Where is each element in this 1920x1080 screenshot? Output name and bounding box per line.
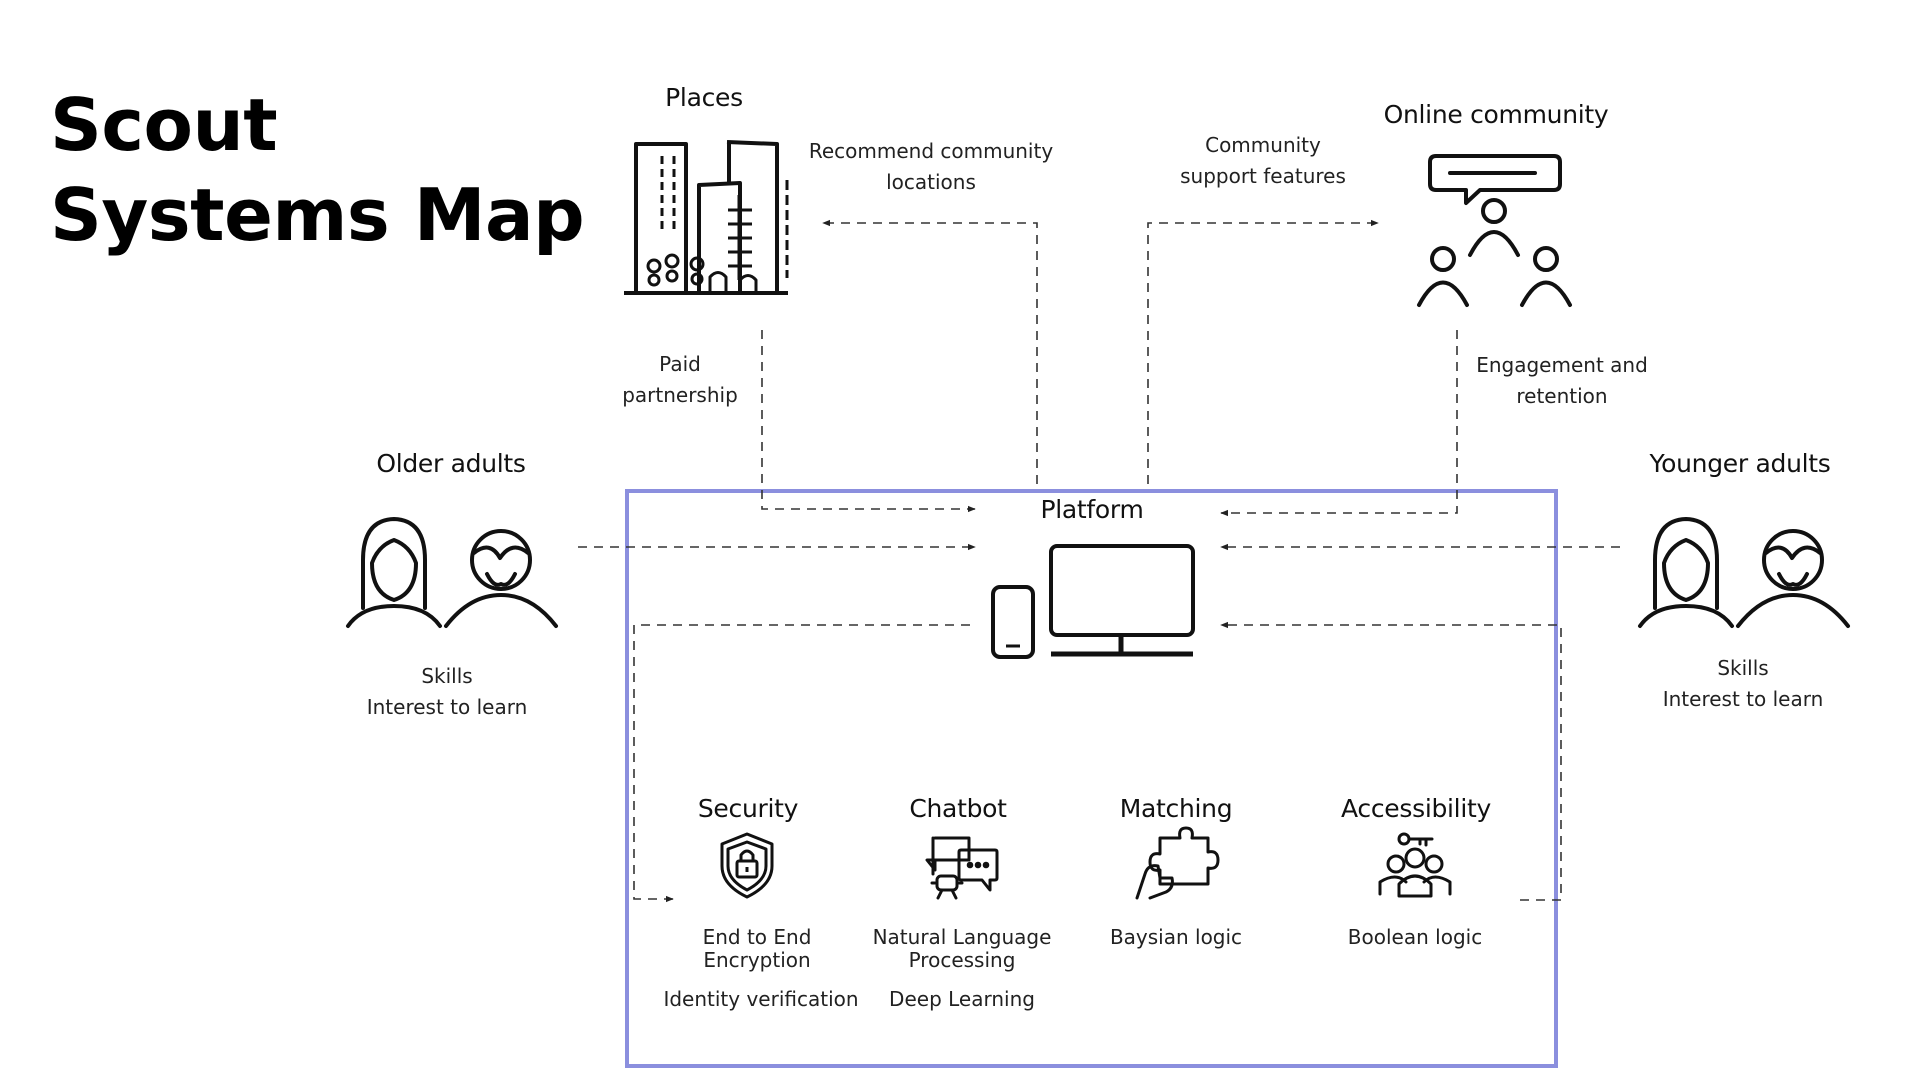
chatbot-detail-line-2: Processing — [908, 948, 1016, 972]
feature-chatbot-detail-extra: Deep Learning — [889, 987, 1035, 1011]
title-line-1: Scout — [50, 83, 278, 167]
feature-accessibility-label: Accessibility — [1341, 794, 1491, 823]
connector-recommend — [822, 219, 1038, 484]
people-pair-icon — [1638, 517, 1850, 628]
younger-adults-interest: Interest to learn — [1662, 687, 1824, 711]
feature-matching-detail: Baysian logic — [1109, 925, 1243, 949]
feature-accessibility-detail: Boolean logic — [1347, 925, 1483, 949]
edge-label-recommend: Recommend community locations — [809, 136, 1053, 198]
platform-boundary — [625, 489, 1558, 1068]
platform-label: Platform — [1040, 495, 1144, 524]
younger-adults-label: Younger adults — [1649, 449, 1831, 478]
people-pair-icon — [346, 517, 558, 628]
shield-lock-icon — [720, 832, 774, 899]
edge-label-community-support-line-1: Community — [1205, 133, 1321, 157]
older-adults-attributes: Skills Interest to learn — [367, 661, 528, 723]
group-key-icon — [1378, 832, 1452, 898]
devices-icon — [991, 544, 1195, 659]
younger-adults-attributes: Skills Interest to learn — [1663, 653, 1824, 715]
title-line-2: Systems Map — [50, 173, 585, 257]
older-adults-skills: Skills — [421, 664, 473, 688]
edge-label-engagement-line-2: retention — [1516, 384, 1608, 408]
community-chat-icon — [1417, 154, 1572, 307]
connector-features-to-platform — [1220, 621, 1562, 901]
edge-label-recommend-line-1: Recommend community — [808, 139, 1054, 163]
connectors — [578, 219, 1620, 903]
security-detail-line-1: End to End — [702, 925, 812, 949]
feature-matching-label: Matching — [1119, 794, 1233, 823]
edge-label-engagement-line-1: Engagement and — [1476, 353, 1648, 377]
page-title: Scout Systems Map — [50, 80, 585, 260]
feature-chatbot-detail: Natural Language Processing — [873, 926, 1052, 972]
online-community-label: Online community — [1383, 100, 1609, 129]
connector-platform-to-features — [633, 624, 970, 903]
younger-adults-skills: Skills — [1717, 656, 1769, 680]
edge-label-paid-partnership: Paid partnership — [622, 349, 738, 411]
feature-chatbot-label: Chatbot — [909, 794, 1007, 823]
connector-paid-partnership — [761, 330, 976, 513]
edge-label-recommend-line-2: locations — [886, 170, 976, 194]
edge-label-community-support: Community support features — [1180, 130, 1346, 192]
edge-label-engagement: Engagement and retention — [1476, 350, 1648, 412]
city-buildings-icon — [624, 140, 789, 295]
older-adults-interest: Interest to learn — [366, 695, 528, 719]
connector-engagement — [1220, 330, 1458, 517]
chatbot-detail-line-1: Natural Language — [872, 925, 1052, 949]
edge-label-community-support-line-2: support features — [1180, 164, 1346, 188]
chatbot-icon — [925, 836, 999, 900]
feature-security-detail-extra: Identity verification — [663, 987, 859, 1011]
feature-security-label: Security — [697, 794, 799, 823]
edge-label-paid-line-2: partnership — [622, 383, 738, 407]
places-label: Places — [665, 83, 743, 112]
edge-label-paid-line-1: Paid — [659, 352, 701, 376]
security-detail-line-2: Encryption — [703, 948, 811, 972]
puzzle-hand-icon — [1135, 826, 1220, 900]
connector-community-support — [1147, 219, 1379, 484]
older-adults-label: Older adults — [376, 449, 526, 478]
feature-security-detail: End to End Encryption — [703, 926, 812, 972]
